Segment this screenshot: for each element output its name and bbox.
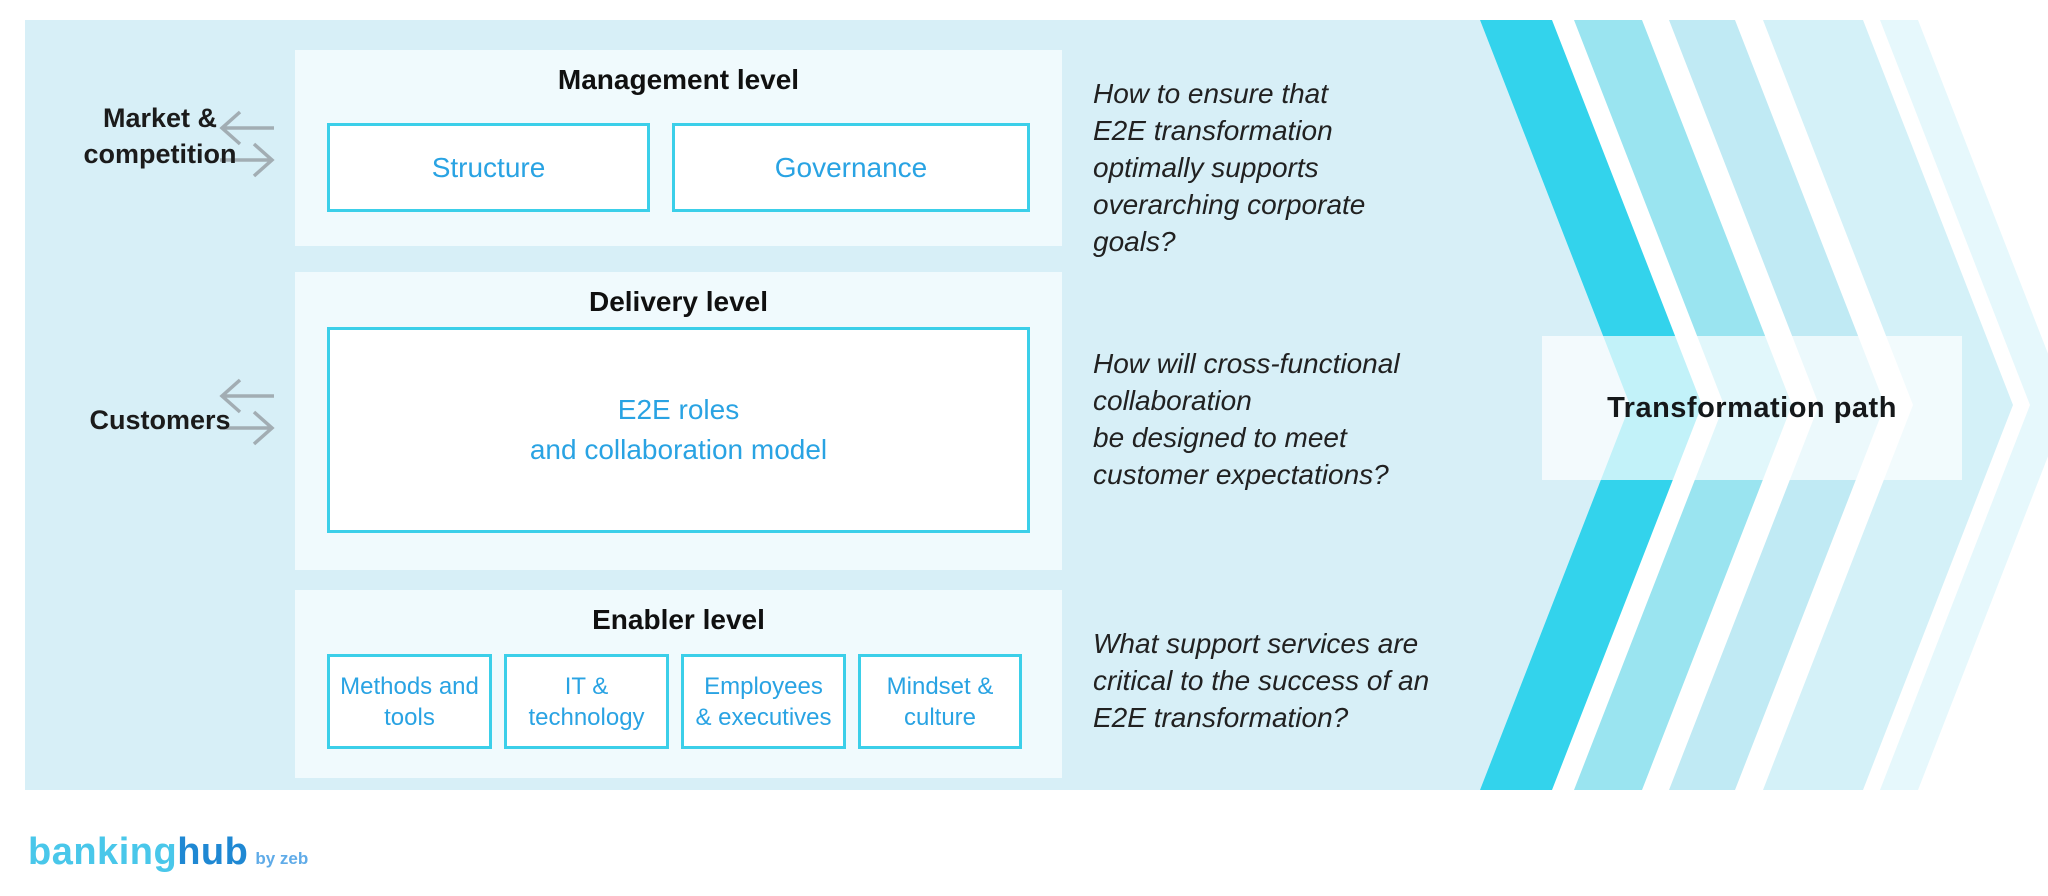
customers-exchange-arrows-icon [219,378,275,446]
chevron-band-pale [1763,20,2013,790]
transformation-path-label: Transformation path [1542,336,1962,480]
arrow-left-icon [219,378,274,414]
delivery-level-title: Delivery level [588,286,769,317]
chevron-band-faint [1880,20,2048,790]
enabler-level-title: Enabler level [592,604,765,635]
logo-byline-text: by zeb [255,849,309,868]
it-technology-box: IT & technology [504,654,669,749]
bankinghub-logo: banking hub by zeb [28,831,308,874]
arrow-right-icon [220,410,275,446]
governance-box: Governance [672,123,1030,212]
market-competition-label: Market & competition [83,103,237,169]
structure-box: Structure [327,123,650,212]
enabler-level-panel: Enabler level Methods and tools IT & tec… [295,590,1062,778]
management-question: How to ensure that E2E transformation op… [1093,78,1366,257]
methods-tools-box: Methods and tools [327,654,492,749]
management-level-title: Management level [557,64,800,95]
e2e-roles-collaboration-box: E2E roles and collaboration model [327,327,1030,533]
arrow-right-icon [220,142,275,178]
management-level-panel: Management level Structure Governance [295,50,1062,246]
employees-executives-box: Employees & executives [681,654,846,749]
customers-label: Customers [89,405,231,435]
logo-hub-text: hub [177,831,249,873]
logo-banking-text: banking [28,831,178,873]
enabler-question: What support services are critical to th… [1093,628,1430,733]
market-exchange-arrows-icon [219,110,275,178]
arrow-left-icon [219,110,274,146]
mindset-culture-box: Mindset & culture [858,654,1022,749]
delivery-question: How will cross-functional collaboration … [1093,348,1400,490]
delivery-level-panel: Delivery level E2E roles and collaborati… [295,272,1062,570]
